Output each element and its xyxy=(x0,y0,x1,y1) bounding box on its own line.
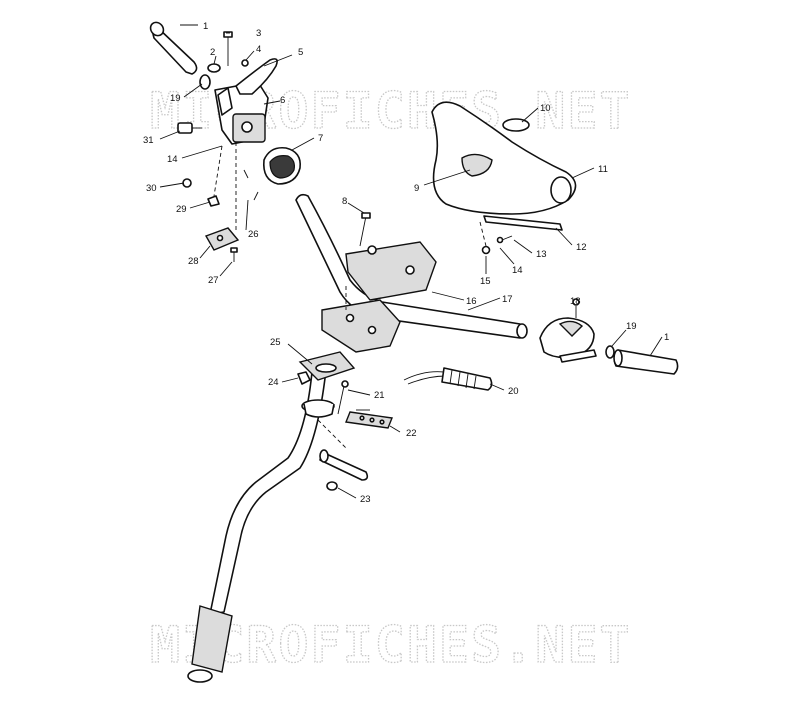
callout-16: 16 xyxy=(466,296,477,307)
callout-labels: 1 2 3 4 5 6 7 8 9 10 11 12 13 14 15 16 1… xyxy=(143,21,669,505)
callout-13: 13 xyxy=(536,249,547,260)
switch-block xyxy=(177,122,202,134)
brake-control xyxy=(539,298,597,363)
upper-bearing-plate xyxy=(298,351,356,381)
cover-strip xyxy=(483,215,563,231)
throttle-bolt xyxy=(223,31,233,66)
callout-14-right: 14 xyxy=(512,265,523,276)
lock-nut xyxy=(326,481,338,491)
bushing-right xyxy=(605,345,615,359)
callout-8: 8 xyxy=(342,196,347,207)
callout-11: 11 xyxy=(598,164,608,175)
grip-heater-wire xyxy=(403,367,493,391)
handlebar xyxy=(295,193,528,339)
callout-7: 7 xyxy=(318,133,323,144)
grip-right xyxy=(613,349,679,375)
clamp-bolt xyxy=(359,212,371,247)
cover-screws xyxy=(479,221,513,255)
callout-18: 18 xyxy=(570,296,581,307)
bar-clamp-lower xyxy=(321,299,401,353)
callout-22: 22 xyxy=(406,428,417,439)
bar-clamp-upper xyxy=(345,241,437,301)
spacer-tube xyxy=(319,449,369,481)
callout-29: 29 xyxy=(176,204,187,215)
callout-25: 25 xyxy=(270,337,281,348)
throttle-nut xyxy=(241,59,249,67)
callout-24: 24 xyxy=(268,377,279,388)
callout-19-left: 19 xyxy=(170,93,181,104)
cover-emblem xyxy=(502,118,530,132)
callout-2: 2 xyxy=(210,47,215,58)
callout-14-left: 14 xyxy=(167,154,178,165)
throttle-washer xyxy=(207,63,221,73)
callout-1-right: 1 xyxy=(664,332,669,343)
callout-10: 10 xyxy=(540,103,551,114)
throttle-housing xyxy=(214,81,269,145)
callout-21: 21 xyxy=(374,390,385,401)
callout-19-right: 19 xyxy=(626,321,637,332)
callout-28: 28 xyxy=(188,256,199,267)
callout-6: 6 xyxy=(280,95,285,106)
callout-12: 12 xyxy=(576,242,587,253)
callout-4: 4 xyxy=(256,44,261,55)
small-hardware-left xyxy=(182,169,259,207)
callout-20: 20 xyxy=(508,386,519,397)
callout-30: 30 xyxy=(146,183,157,194)
callout-9: 9 xyxy=(414,183,419,194)
callout-1: 1 xyxy=(203,21,208,32)
callout-23: 23 xyxy=(360,494,371,505)
bushing-left xyxy=(199,74,211,90)
mount-screw xyxy=(230,247,238,262)
post-nut xyxy=(297,371,311,385)
callout-26: 26 xyxy=(248,229,259,240)
handlebar-cover xyxy=(431,101,577,215)
callout-15: 15 xyxy=(480,276,491,287)
callout-5: 5 xyxy=(298,47,303,58)
mount-plate xyxy=(204,227,240,251)
post-bolt xyxy=(337,380,349,415)
grip-left xyxy=(149,21,198,75)
throttle-cover xyxy=(262,146,302,185)
leader-lines xyxy=(159,24,663,499)
lower-bearing xyxy=(301,399,335,418)
callout-3: 3 xyxy=(256,28,261,39)
callout-27: 27 xyxy=(208,275,219,286)
retainer-plate xyxy=(345,411,393,429)
callout-31: 31 xyxy=(143,135,154,146)
callout-17: 17 xyxy=(502,294,513,305)
steering-post xyxy=(187,369,327,683)
